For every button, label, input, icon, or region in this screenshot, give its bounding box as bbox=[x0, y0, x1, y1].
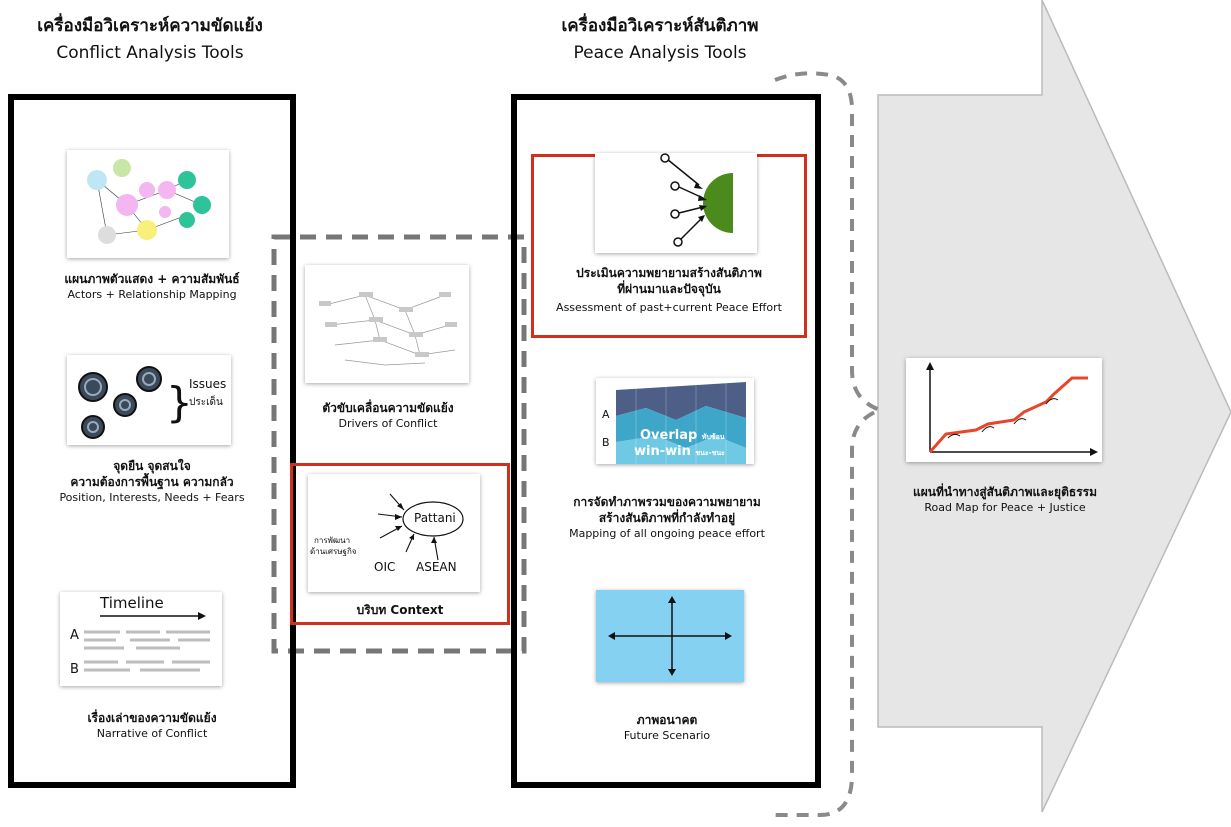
context-highlight bbox=[290, 463, 510, 625]
conflict-tools-title-th: เครื่องมือวิเคราะห์ความขัดแย้ง bbox=[37, 16, 263, 36]
assessment-semicircle-icon bbox=[660, 153, 733, 247]
overlap-text-1-en: Overlap bbox=[640, 428, 698, 443]
context-diagram-icon bbox=[377, 493, 464, 561]
future-image bbox=[596, 590, 744, 682]
narrative-label: เรื่องเล่าของความขัดแย้ง Narrative of Co… bbox=[15, 710, 289, 741]
overlap-label-a: A bbox=[602, 408, 610, 421]
issues-circles-icon: } bbox=[78, 366, 193, 439]
roadmap-label-en: Road Map for Peace + Justice bbox=[924, 501, 1086, 514]
context-econ-2: ด้านเศรษฐกิจ bbox=[310, 547, 357, 556]
actors-label: แผนภาพตัวแสดง + ความสัมพันธ์ Actors + Re… bbox=[15, 271, 289, 302]
overlap-text-2-en: win-win bbox=[634, 444, 691, 459]
interests-label-th2: ความต้องการพื้นฐาน ความกลัว bbox=[70, 475, 234, 489]
dashed-connectors bbox=[271, 71, 886, 817]
peace-tools-header: เครื่องมือวิเคราะห์สันติภาพ Peace Analys… bbox=[510, 12, 810, 63]
assessment-label-en: Assessment of past+current Peace Effort bbox=[556, 301, 782, 314]
narrative-label-th: เรื่องเล่าของความขัดแย้ง bbox=[87, 711, 217, 725]
peace-tools-title-th: เครื่องมือวิเคราะห์สันติภาพ bbox=[561, 16, 759, 36]
context-label: บริบท Context bbox=[290, 602, 510, 618]
actors-map-image bbox=[67, 150, 229, 258]
context-image: Pattani การพัฒนา ด้านเศรษฐกิจ OIC ASEAN bbox=[308, 474, 480, 592]
narrative-label-en: Narrative of Conflict bbox=[96, 727, 208, 740]
timeline-image: Timeline A B bbox=[60, 592, 222, 686]
overlap-image: A B Overlap ทับซ้อน win-win ชนะ-ชนะ bbox=[596, 378, 754, 464]
context-label-th: บริบท Context bbox=[356, 603, 444, 617]
overlap-text-1: Overlap ทับซ้อน bbox=[640, 428, 725, 443]
conflict-tools-title-en: Conflict Analysis Tools bbox=[56, 43, 244, 63]
ongoing-label: การจัดทำภาพรวมของความพยายาม สร้างสันติภา… bbox=[517, 494, 817, 541]
drivers-label: ตัวขับเคลื่อนความขัดแย้ง Drivers of Conf… bbox=[290, 400, 486, 431]
roadmap-label: แผนที่นำทางสู่สันติภาพและยุติธรรม Road M… bbox=[880, 484, 1130, 515]
overlap-text-1-th: ทับซ้อน bbox=[701, 433, 725, 441]
assessment-label-th: ประเมินความพยายามสร้างสันติภาพ bbox=[576, 266, 762, 280]
timeline-label-b: B bbox=[70, 662, 79, 677]
timeline-title: Timeline bbox=[100, 594, 164, 612]
actors-label-en: Actors + Relationship Mapping bbox=[67, 288, 237, 301]
future-label: ภาพอนาคต Future Scenario bbox=[517, 712, 817, 743]
drivers-label-en: Drivers of Conflict bbox=[338, 417, 438, 430]
context-asean: ASEAN bbox=[416, 560, 457, 574]
drivers-image bbox=[305, 265, 469, 383]
drivers-network-icon bbox=[319, 292, 457, 366]
interests-label-en: Position, Interests, Needs + Fears bbox=[59, 491, 245, 504]
future-quadrant-icon bbox=[596, 590, 744, 682]
actors-label-th: แผนภาพตัวแสดง + ความสัมพันธ์ bbox=[64, 272, 240, 286]
peace-tools-frame bbox=[511, 94, 821, 788]
timeline-label-a: A bbox=[70, 628, 79, 643]
assessment-label: ประเมินความพยายามสร้างสันติภาพ ที่ผ่านมา… bbox=[531, 265, 807, 315]
roadmap-label-th: แผนที่นำทางสู่สันติภาพและยุติธรรม bbox=[912, 485, 1097, 499]
interests-label: จุดยืน จุดสนใจ ความต้องการพื้นฐาน ความกล… bbox=[15, 458, 289, 505]
conflict-tools-frame bbox=[8, 94, 296, 788]
context-pattani: Pattani bbox=[414, 511, 456, 525]
roadmap-image bbox=[906, 358, 1102, 462]
assessment-label-th2: ที่ผ่านมาและปัจจุบัน bbox=[617, 282, 721, 296]
timeline-arrow-icon bbox=[84, 612, 210, 672]
ongoing-label-th2: สร้างสันติภาพที่กำลังทำอยู่ bbox=[598, 511, 736, 525]
issues-text-th: ประเด็น bbox=[189, 397, 223, 408]
roadmap-chart-icon bbox=[926, 362, 1098, 456]
issues-text-en: Issues bbox=[189, 377, 227, 391]
network-diagram-icon bbox=[87, 159, 211, 244]
assessment-image bbox=[595, 153, 757, 253]
issues-image: } Issues ประเด็น bbox=[67, 355, 231, 445]
drivers-label-th: ตัวขับเคลื่อนความขัดแย้ง bbox=[322, 401, 454, 415]
context-econ-1: การพัฒนา bbox=[314, 536, 351, 545]
future-label-en: Future Scenario bbox=[623, 729, 711, 742]
ongoing-label-en: Mapping of all ongoing peace effort bbox=[569, 527, 765, 540]
future-label-th: ภาพอนาคต bbox=[636, 713, 698, 727]
svg-text:}: } bbox=[166, 378, 193, 427]
overlap-text-2-th: ชนะ-ชนะ bbox=[695, 449, 725, 457]
peace-tools-title-en: Peace Analysis Tools bbox=[573, 43, 747, 63]
overlap-waves-icon bbox=[596, 378, 754, 464]
ongoing-label-th: การจัดทำภาพรวมของความพยายาม bbox=[573, 495, 761, 509]
overlap-text-2: win-win ชนะ-ชนะ bbox=[634, 444, 725, 459]
interests-label-th: จุดยืน จุดสนใจ bbox=[113, 459, 191, 473]
overlap-label-b: B bbox=[602, 436, 610, 449]
conflict-tools-header: เครื่องมือวิเคราะห์ความขัดแย้ง Conflict … bbox=[0, 12, 300, 63]
context-oic: OIC bbox=[374, 560, 396, 574]
